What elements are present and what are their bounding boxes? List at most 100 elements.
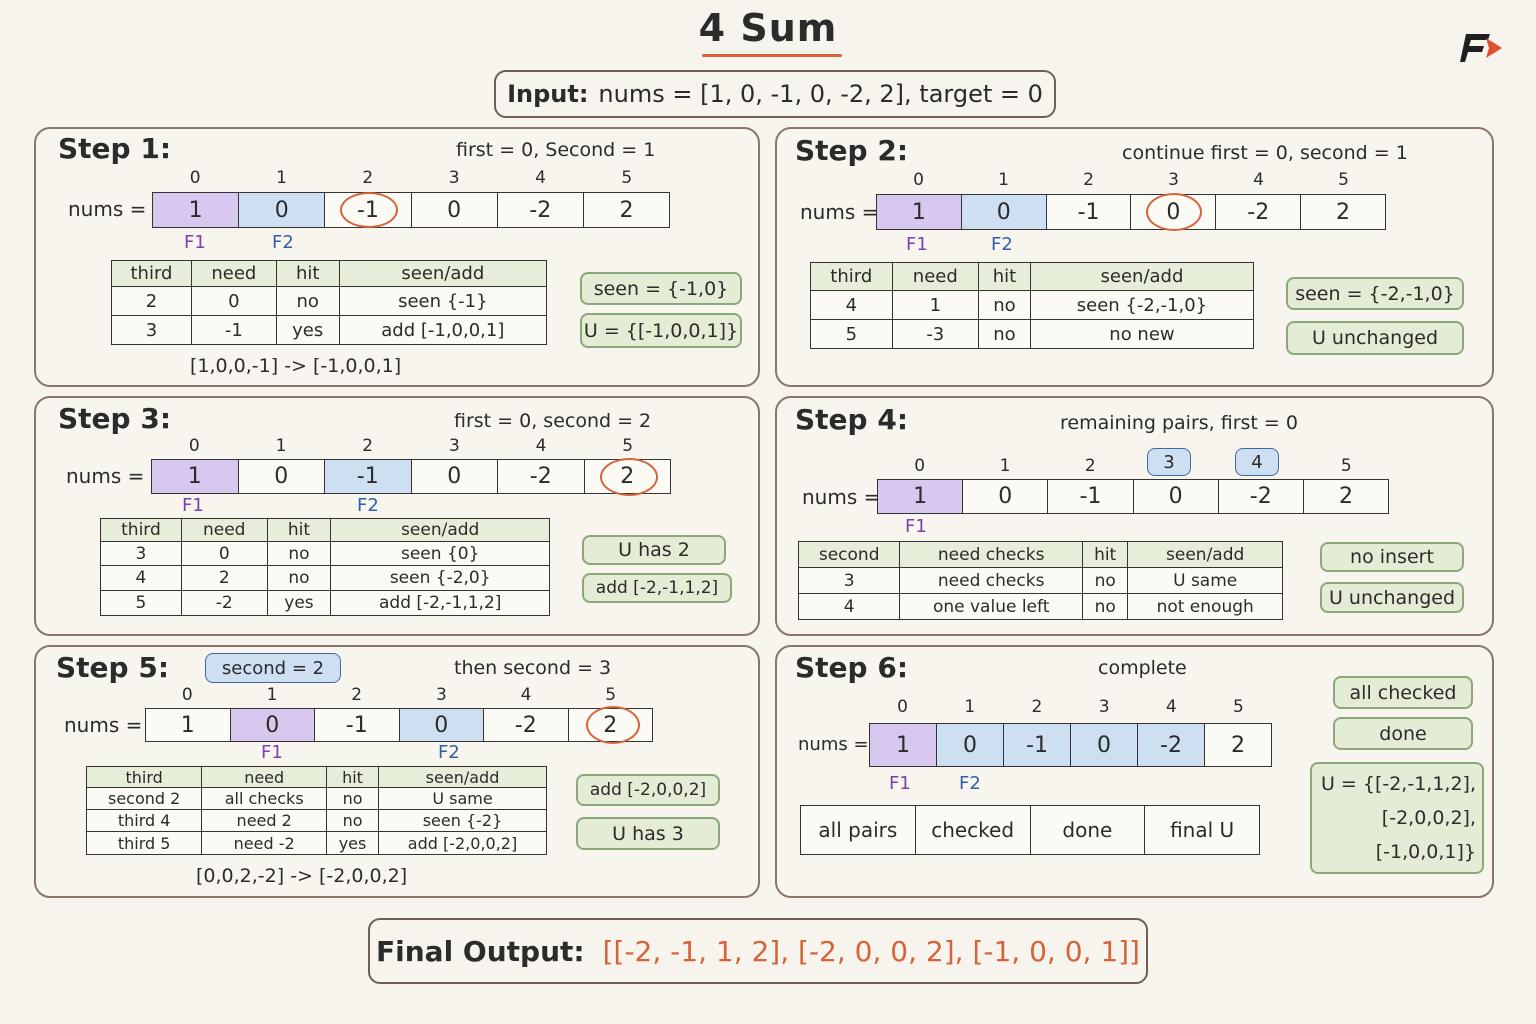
index-label: 3 bbox=[1098, 697, 1110, 717]
pointer-f1: F1 bbox=[906, 234, 928, 255]
index-box-4: 4 bbox=[1235, 448, 1279, 476]
table-cell: no bbox=[326, 787, 380, 810]
table-cell: 2 bbox=[180, 565, 268, 591]
highlight-circle bbox=[1146, 193, 1202, 231]
pointer-f1: F1 bbox=[261, 742, 283, 763]
table-header: hit bbox=[275, 260, 340, 287]
table-cell: seen {-1} bbox=[338, 286, 548, 316]
table-header: hit bbox=[326, 766, 380, 788]
array-cell: -2 bbox=[484, 709, 569, 741]
page-title: 4 Sum bbox=[698, 6, 838, 50]
table-cell: seen {-2,-1,0} bbox=[1029, 290, 1255, 320]
highlight-circle bbox=[600, 458, 658, 496]
step1-seen-badge: seen = {-1,0} bbox=[580, 272, 742, 305]
summary-cell: done bbox=[1031, 806, 1146, 854]
array-cell: 0 bbox=[1134, 480, 1219, 513]
array-cell: 0 bbox=[937, 724, 1004, 766]
step5-u-badge: U has 3 bbox=[576, 817, 720, 850]
step6-checked-badge: all checked bbox=[1333, 676, 1473, 709]
input-label: Input: bbox=[507, 80, 589, 108]
step5-add-badge: add [-2,0,0,2] bbox=[576, 774, 720, 806]
table-cell: 3 bbox=[100, 541, 182, 566]
table-cell: 3 bbox=[111, 315, 192, 345]
pointer-f1: F1 bbox=[889, 773, 911, 794]
index-label: 4 bbox=[535, 168, 546, 188]
array-cell: 0 bbox=[399, 709, 484, 741]
table-cell: second 2 bbox=[85, 787, 203, 810]
table-cell: 5 bbox=[810, 319, 893, 349]
array-cell: 1 bbox=[878, 480, 964, 513]
nums-label: nums = bbox=[802, 485, 881, 509]
array-cell: -1 bbox=[1004, 724, 1071, 766]
index-label: 0 bbox=[189, 168, 201, 188]
index-box-3: 3 bbox=[1147, 448, 1191, 476]
step1-note: first = 0, Second = 1 bbox=[456, 139, 656, 161]
array-cell: 1 bbox=[146, 709, 231, 741]
title-underline bbox=[702, 54, 842, 57]
array-cell: -1 bbox=[325, 460, 412, 493]
step1-panel bbox=[34, 127, 760, 387]
index-label: 1 bbox=[998, 170, 1009, 190]
table-cell: add [-2,-1,1,2] bbox=[330, 590, 550, 616]
index-label: 2 bbox=[1083, 170, 1094, 190]
array-cell: 1 bbox=[870, 724, 937, 766]
index-label: 2 bbox=[351, 685, 363, 705]
array-cell: 2 bbox=[619, 197, 634, 223]
second-pill: second = 2 bbox=[205, 653, 341, 683]
array-cell: 0 bbox=[239, 460, 325, 493]
nums-label: nums = bbox=[798, 734, 869, 755]
array-cell: -2 bbox=[498, 460, 585, 493]
array-cell: -1 bbox=[1048, 480, 1134, 513]
step5-note: then second = 3 bbox=[454, 657, 612, 679]
table-header: third bbox=[810, 262, 893, 291]
table-cell: need -2 bbox=[201, 831, 328, 855]
nums-label: nums = bbox=[68, 197, 147, 221]
table-cell: 0 bbox=[180, 541, 268, 566]
index-label: 4 bbox=[1253, 170, 1264, 190]
step6-summary-row: all pairs checked done final U bbox=[800, 805, 1260, 855]
table-cell: 4 bbox=[797, 593, 901, 620]
table-cell: -2 bbox=[180, 590, 268, 616]
step2-seen-badge: seen = {-2,-1,0} bbox=[1286, 277, 1464, 310]
array-cell: 1 bbox=[153, 193, 240, 227]
pointer-f1: F1 bbox=[184, 232, 206, 253]
step2-array: 1 0 -1 0 -2 2 bbox=[876, 194, 1386, 230]
table-cell: third 4 bbox=[85, 809, 203, 832]
table-cell: no bbox=[977, 290, 1031, 320]
table-cell: add [-2,0,0,2] bbox=[378, 831, 547, 855]
step3-note: first = 0, second = 2 bbox=[454, 410, 652, 432]
index-label: 4 bbox=[1165, 697, 1177, 717]
step6-note: complete bbox=[1098, 657, 1187, 679]
step5-array: 1 0 -1 0 -2 2 bbox=[145, 708, 653, 742]
step5-title: Step 5: bbox=[56, 651, 170, 684]
table-cell: no new bbox=[1029, 319, 1255, 349]
index-label: 5 bbox=[1233, 697, 1244, 717]
step1-array: 1 0 -1 0 -2 2 bbox=[152, 192, 670, 228]
table-cell: U same bbox=[1127, 567, 1283, 594]
step6-array: 1 0 -1 0 -2 2 bbox=[869, 723, 1272, 767]
array-cell: 0 bbox=[963, 480, 1049, 513]
table-cell: no bbox=[266, 541, 332, 566]
table-header: need bbox=[201, 766, 328, 788]
index-label: 2 bbox=[362, 436, 374, 456]
array-cell: -2 bbox=[1138, 724, 1205, 766]
table-cell: seen {-2} bbox=[378, 809, 547, 832]
pointer-f2: F2 bbox=[991, 234, 1013, 255]
table-cell: 4 bbox=[100, 565, 182, 591]
table-header: third bbox=[85, 766, 203, 788]
step4-title: Step 4: bbox=[795, 403, 909, 436]
